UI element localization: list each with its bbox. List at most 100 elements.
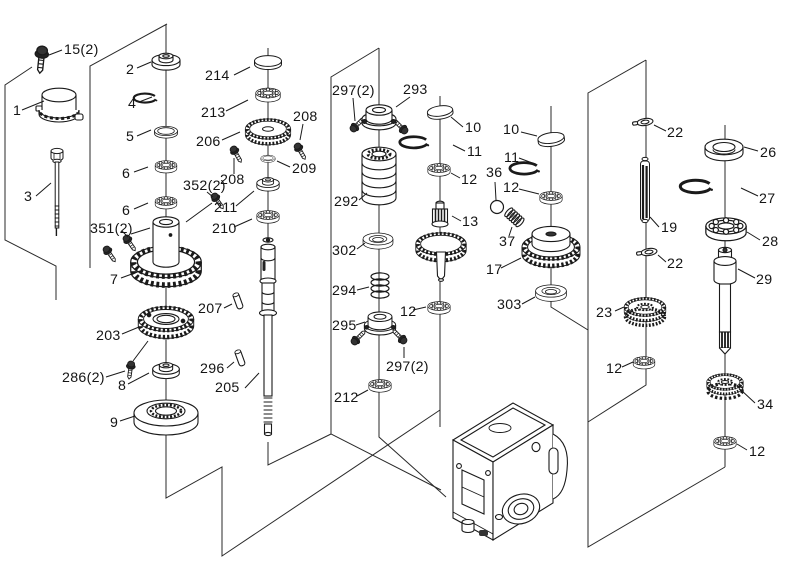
part-label: 12 [749, 444, 765, 460]
part-296-pin [233, 348, 247, 368]
part-6-bearing [154, 160, 178, 174]
part-210-bearing [256, 210, 280, 224]
part-label: 295 [332, 318, 357, 334]
part-label: 6 [122, 166, 130, 182]
part-302-cup [362, 232, 394, 250]
part-label: 28 [762, 234, 778, 250]
part-label: 303 [497, 297, 522, 313]
part-label: 292 [334, 194, 359, 210]
part-211-bushing [256, 177, 280, 192]
part-214-cap [254, 55, 282, 71]
part-label: 19 [661, 220, 677, 236]
part-label: 12 [400, 304, 416, 320]
part-label: 26 [760, 145, 776, 161]
part-213-bearing [255, 87, 281, 103]
part-label: 293 [403, 82, 428, 98]
part-10-cap [426, 103, 455, 122]
part-12-bearing-c [539, 191, 563, 205]
part-label: 1 [13, 103, 21, 119]
part-293-collar [361, 104, 397, 131]
part-label: 207 [198, 301, 223, 317]
part-label: 286(2) [62, 370, 105, 386]
part-12-bearing-b [427, 301, 451, 315]
part-label: 210 [212, 221, 237, 237]
part-212-bearing [368, 379, 392, 393]
part-12-bearing-d [632, 356, 656, 370]
gearbox-housing [451, 402, 568, 541]
leader-lines [21, 49, 761, 451]
part-7-hub [152, 216, 180, 268]
part-label: 12 [461, 172, 477, 188]
part-label: 302 [332, 243, 357, 259]
part-label: 13 [462, 214, 478, 230]
part-label: 6 [122, 203, 130, 219]
part-label: 7 [110, 272, 118, 288]
part-label: 11 [504, 150, 519, 166]
part-label: 22 [667, 125, 683, 141]
part-label: 5 [126, 129, 134, 145]
part-11-snap-ring [398, 135, 431, 150]
part-13-gear-shaft [431, 200, 449, 228]
part-3-bolt [50, 147, 64, 236]
part-286-screw [124, 360, 137, 381]
part-label: 12 [606, 361, 622, 377]
part-28-bearing [705, 217, 747, 242]
part-label: 10 [465, 120, 481, 136]
part-10-cap-b [536, 130, 566, 149]
part-26-spacer [704, 138, 744, 162]
part-label: 203 [96, 328, 121, 344]
part-23-detail [623, 302, 667, 328]
part-295-collar [363, 311, 397, 336]
part-label: 34 [757, 397, 773, 413]
part-13-tip [435, 251, 447, 282]
part-label: 297(2) [332, 83, 375, 99]
part-351-screw-b [100, 243, 120, 265]
part-label: 351(2) [90, 221, 133, 237]
part-5-washer [154, 125, 178, 139]
part-8-bushing [152, 362, 180, 380]
part-label: 2 [126, 62, 134, 78]
part-label: 17 [486, 262, 502, 278]
part-208-screw [291, 140, 310, 162]
part-label: 27 [759, 191, 775, 207]
part-label: 10 [503, 122, 519, 138]
parts-layer [32, 44, 747, 541]
part-6-bearing-b [154, 196, 178, 210]
part-2-bushing [151, 52, 181, 71]
part-label: 214 [205, 68, 230, 84]
part-label: 23 [596, 305, 612, 321]
part-208-screw-b [227, 143, 246, 165]
part-label: 29 [756, 272, 772, 288]
part-206-gear [243, 117, 293, 147]
part-label: 22 [667, 256, 683, 272]
part-27-snap-ring [678, 178, 715, 195]
part-label: 211 [214, 200, 238, 216]
part-37-spring [502, 206, 526, 229]
part-19-shaft [640, 156, 650, 224]
part-22-washer-b [635, 246, 658, 258]
part-label: 297(2) [386, 359, 429, 375]
panel-outlines [4, 23, 726, 557]
part-29-shaft [713, 246, 737, 355]
part-label: 205 [215, 380, 240, 396]
part-label: 213 [201, 105, 226, 121]
part-15-screw [32, 44, 50, 75]
part-209-washer [260, 154, 276, 163]
part-203-bore [146, 312, 186, 325]
part-label: 37 [499, 234, 515, 250]
part-207-pin [231, 291, 245, 311]
part-9-disc [133, 399, 199, 436]
part-12-bearing-e [713, 436, 737, 450]
part-label: 209 [292, 161, 317, 177]
part-label: 9 [110, 415, 118, 431]
part-292-clutch [360, 145, 398, 207]
part-1-cap [35, 87, 84, 123]
part-label: 208 [293, 109, 318, 125]
part-22-washer [631, 116, 654, 128]
part-297-screw-d [389, 326, 410, 347]
part-label: 8 [118, 378, 126, 394]
part-4-snap-ring [132, 92, 159, 104]
part-label: 15(2) [64, 42, 99, 58]
